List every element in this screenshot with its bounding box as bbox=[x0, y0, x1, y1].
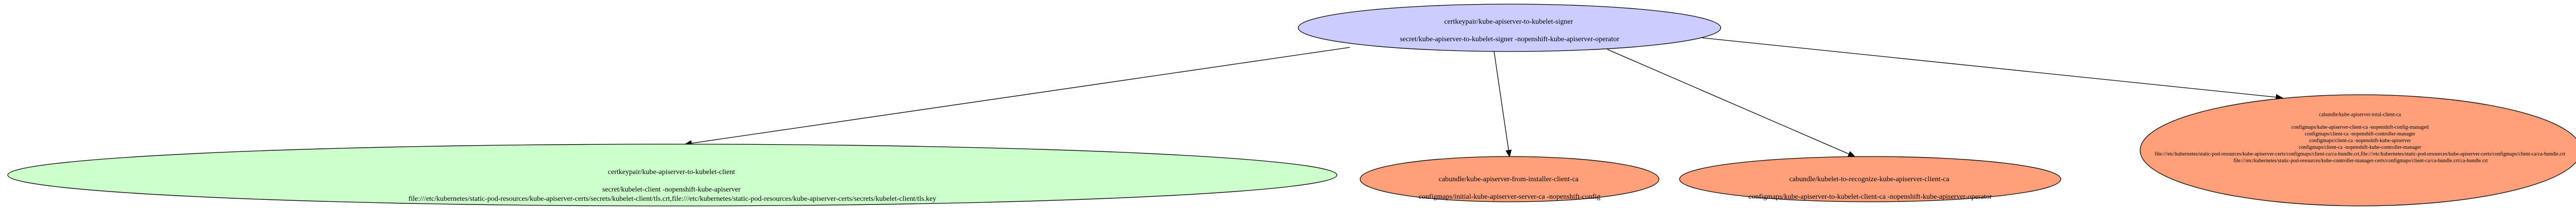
node-label-line: file:///etc/kubernetes/static-pod-resour… bbox=[2155, 151, 2565, 157]
node-label-line: configmaps/kube-apiserver-client-ca -nop… bbox=[2292, 125, 2429, 130]
edge-line bbox=[685, 47, 1350, 145]
edge-root-to-kubelet-recognize-ca bbox=[1607, 49, 1856, 157]
edge-root-to-total-client-ca bbox=[1694, 37, 2283, 100]
edge-line bbox=[1607, 49, 1855, 157]
node-label-line: configmaps/kube-apiserver-to-kubelet-cli… bbox=[1749, 193, 1992, 201]
node-label-line: file:///etc/kubernetes/static-pod-resour… bbox=[409, 195, 937, 203]
nodes: certkeypair/kube-apiserver-to-kubelet-si… bbox=[7, 4, 2576, 206]
node-label-line: configmaps/client-ca -nopenshift-kube-ap… bbox=[2309, 138, 2411, 144]
node-label: cabundle/kubelet-to-recognize-kube-apise… bbox=[1749, 176, 1992, 201]
node-label-line: cabundle/kube-apiserver-total-client-ca bbox=[2319, 112, 2401, 117]
node-label-line: secret/kube-apiserver-to-kubelet-signer … bbox=[1400, 36, 1619, 43]
edge-line bbox=[1494, 51, 1510, 157]
node-label-line: certkeypair/kube-apiserver-to-kubelet-cl… bbox=[608, 168, 735, 176]
node-label: cabundle/kube-apiserver-from-installer-c… bbox=[1419, 176, 1601, 201]
node-kubelet-to-recognize-kube-apiserver-client-ca[interactable]: cabundle/kubelet-to-recognize-kube-apise… bbox=[1679, 156, 2061, 202]
node-kube-apiserver-from-installer-client-ca[interactable]: cabundle/kube-apiserver-from-installer-c… bbox=[1360, 156, 1659, 202]
node-label-line: file:///etc/kubernetes/static-pod-resour… bbox=[2233, 158, 2488, 164]
edge-root-to-installer-client-ca bbox=[1494, 51, 1512, 158]
node-label-line: configmaps/client-ca -nopenshift-control… bbox=[2304, 131, 2415, 137]
edge-arrowhead bbox=[1505, 149, 1512, 158]
node-ellipse bbox=[1298, 4, 1721, 52]
node-label: certkeypair/kube-apiserver-to-kubelet-cl… bbox=[409, 168, 937, 203]
node-ellipse bbox=[1360, 156, 1659, 202]
node-label-line: secret/kubelet-client -nopenshift-kube-a… bbox=[602, 186, 741, 194]
edge-root-to-kubelet-client bbox=[684, 47, 1350, 147]
edge-arrowhead bbox=[1848, 151, 1856, 157]
node-label: certkeypair/kube-apiserver-to-kubelet-si… bbox=[1400, 18, 1619, 43]
node-ellipse bbox=[1679, 156, 2061, 202]
edge-line bbox=[1694, 37, 2283, 98]
node-label-line: configmaps/client-ca -nopenshift-kube-co… bbox=[2299, 145, 2421, 150]
node-kube-apiserver-to-kubelet-signer[interactable]: certkeypair/kube-apiserver-to-kubelet-si… bbox=[1298, 4, 1721, 52]
node-label: cabundle/kube-apiserver-total-client-ca … bbox=[2155, 112, 2566, 164]
node-label-line: certkeypair/kube-apiserver-to-kubelet-si… bbox=[1444, 18, 1573, 26]
node-kube-apiserver-total-client-ca[interactable]: cabundle/kube-apiserver-total-client-ca … bbox=[2140, 94, 2576, 206]
node-kube-apiserver-to-kubelet-client[interactable]: certkeypair/kube-apiserver-to-kubelet-cl… bbox=[7, 144, 1337, 206]
node-label-line: cabundle/kubelet-to-recognize-kube-apise… bbox=[1789, 176, 1950, 183]
node-label-line: configmaps/initial-kube-apiserver-server… bbox=[1419, 193, 1601, 201]
node-ellipse bbox=[2140, 94, 2576, 206]
node-label-line: cabundle/kube-apiserver-from-installer-c… bbox=[1438, 176, 1579, 183]
node-ellipse bbox=[7, 144, 1337, 206]
edges bbox=[684, 37, 2283, 158]
